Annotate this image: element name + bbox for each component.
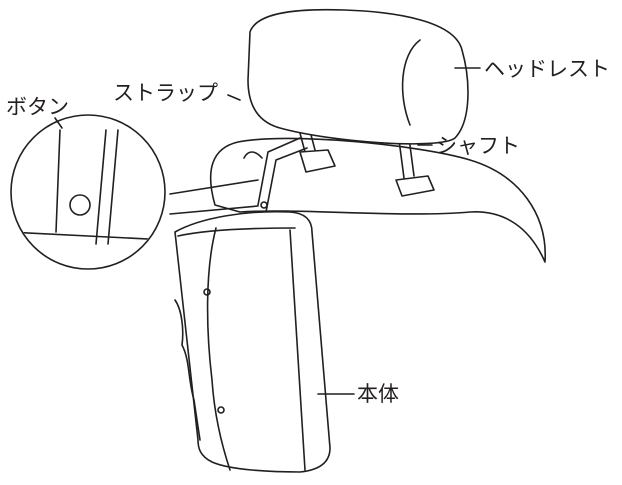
headrest-seam [401, 39, 421, 126]
button-detail-circle [10, 114, 166, 270]
seat-back [209, 137, 546, 263]
strap [243, 137, 308, 213]
button-icon [69, 194, 91, 216]
headrest [247, 8, 469, 145]
label-body: 本体 [357, 382, 399, 406]
callout-connector [169, 179, 259, 215]
leader-lines [227, 67, 481, 395]
label-headrest: ヘッドレスト [484, 57, 610, 81]
label-strap: ストラップ [113, 81, 218, 105]
case-body [174, 210, 331, 473]
label-button: ボタン [6, 95, 69, 119]
label-shaft: シャフト [436, 134, 520, 158]
